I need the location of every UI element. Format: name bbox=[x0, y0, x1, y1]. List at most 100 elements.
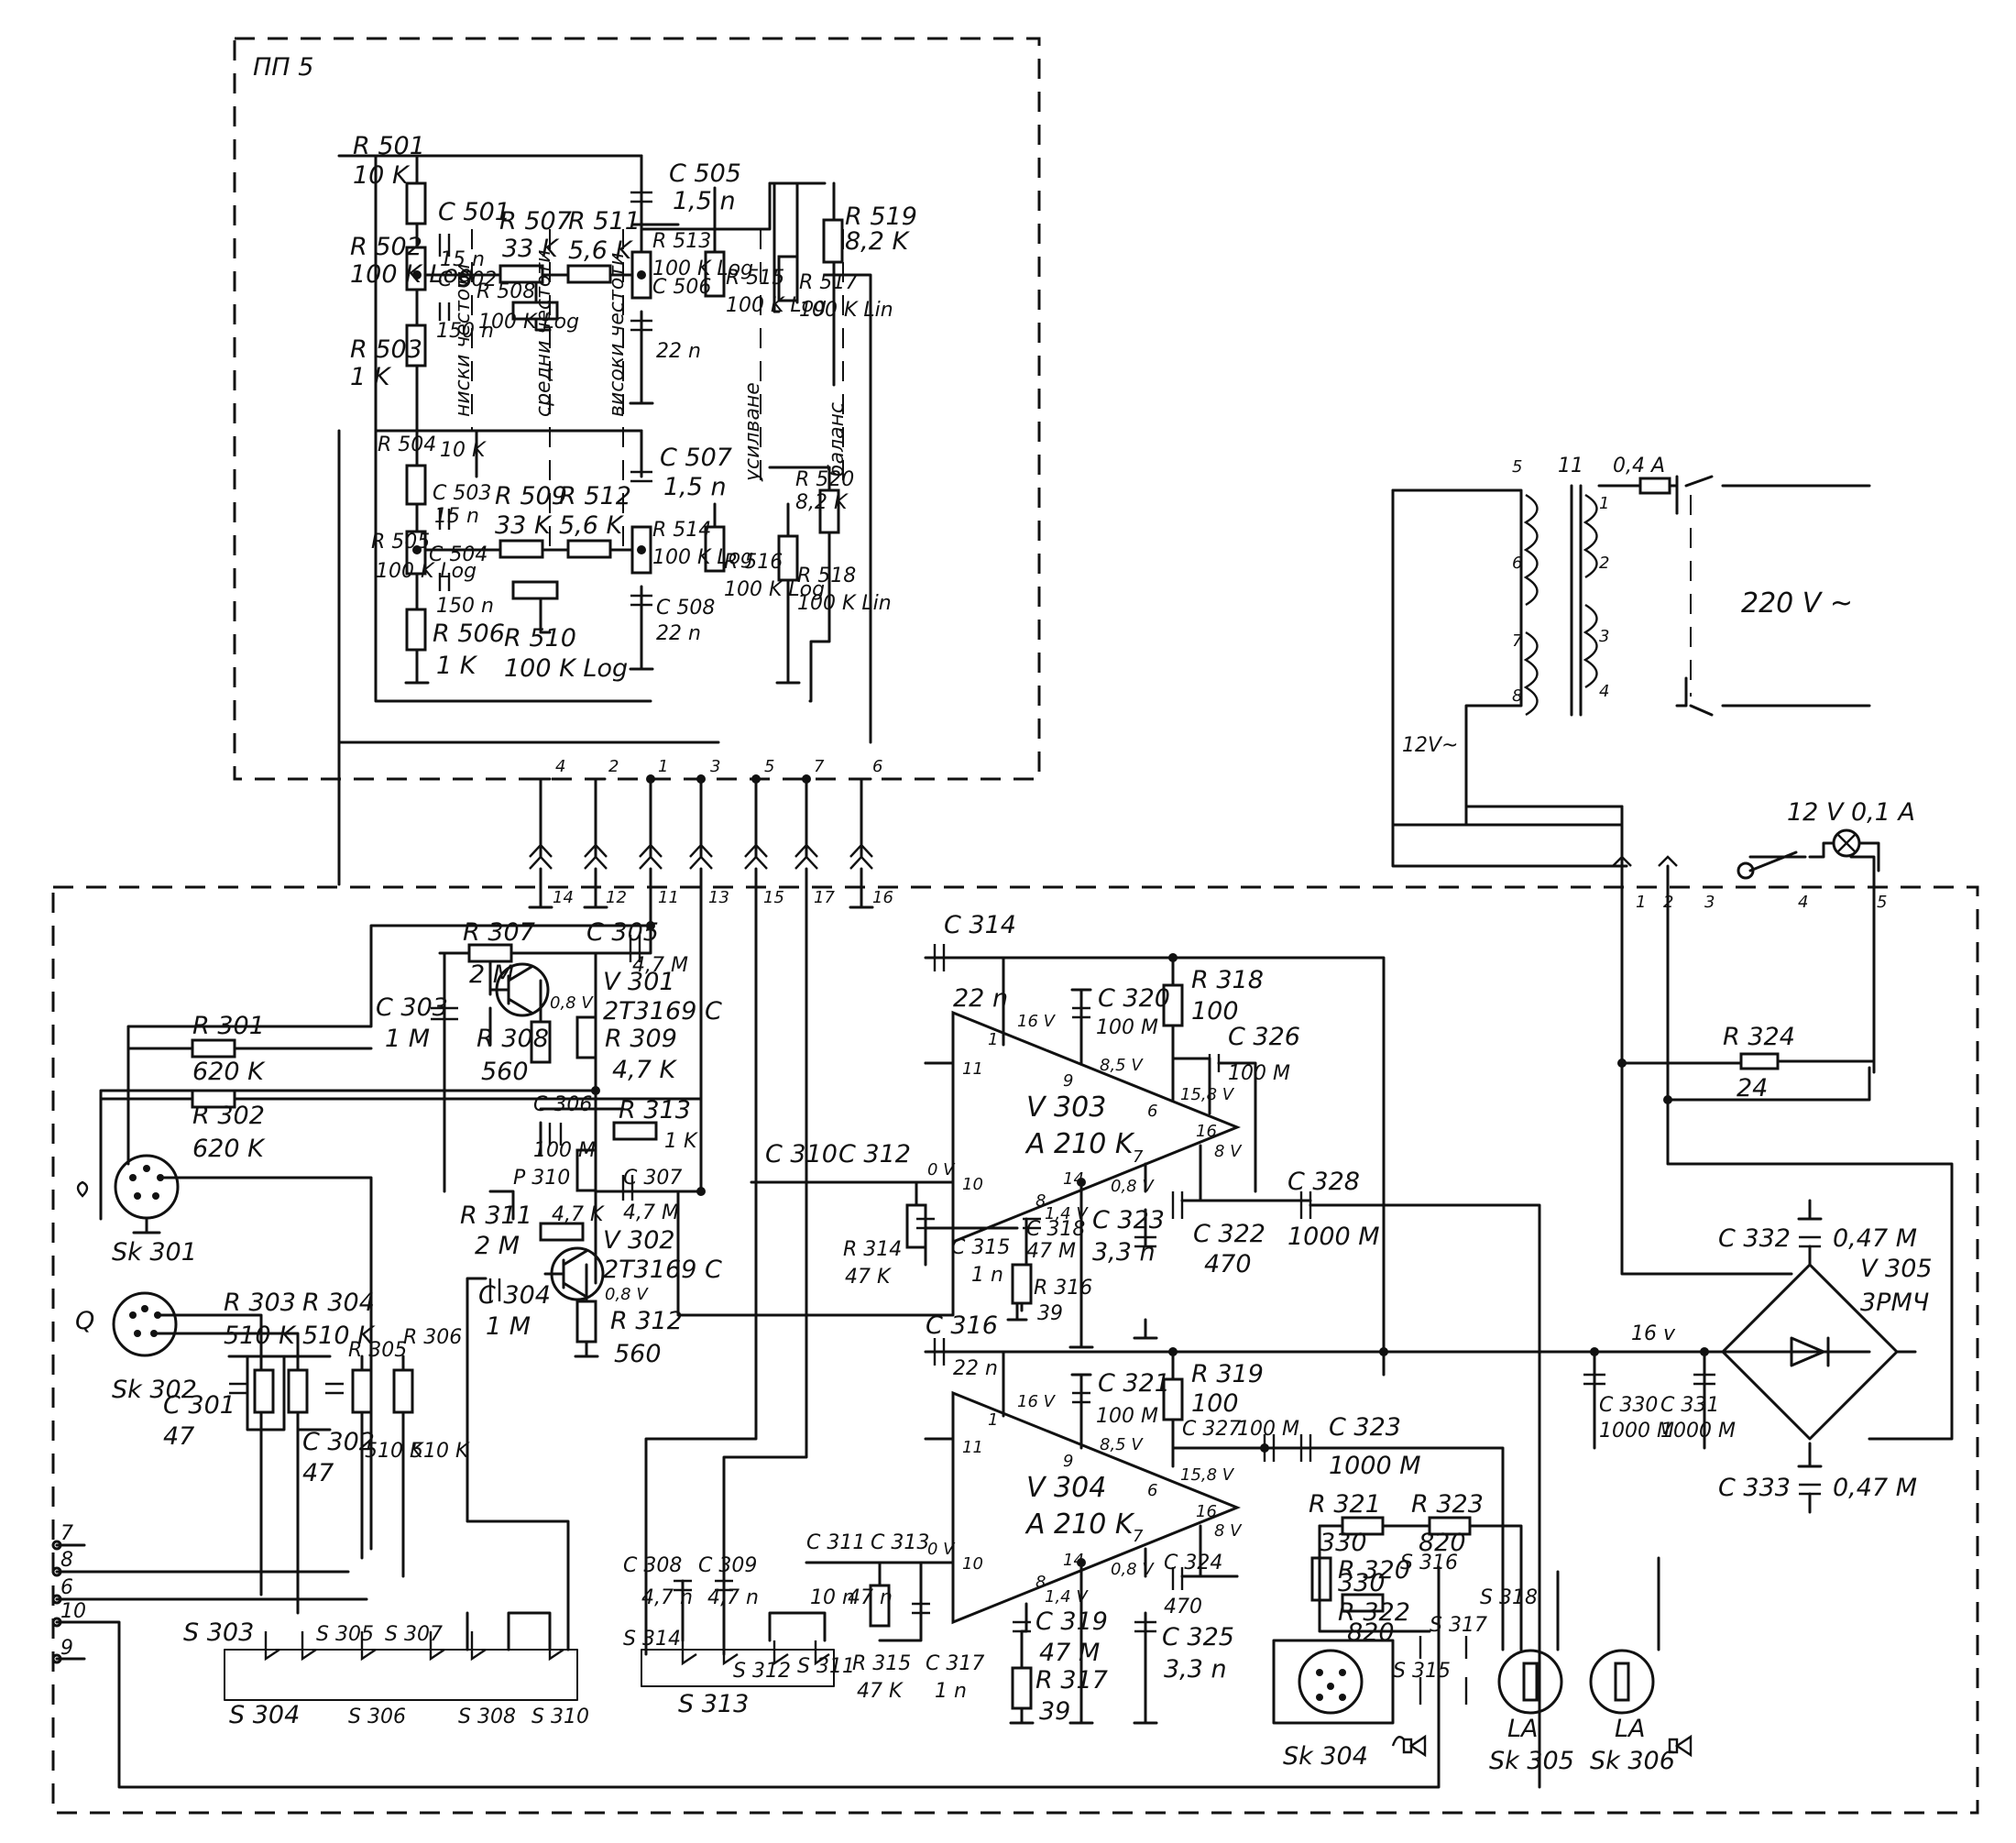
svg-text:100 K Log: 100 K Log bbox=[652, 258, 753, 280]
svg-text:1 K: 1 K bbox=[350, 363, 392, 391]
svg-text:1 M: 1 M bbox=[486, 1312, 531, 1341]
svg-text:1: 1 bbox=[1599, 494, 1609, 513]
labels-v304: C 316 22 n C 321 100 M R 319 100 C 327 1… bbox=[806, 1311, 1421, 1726]
output-network bbox=[1272, 1516, 1693, 1758]
svg-text:S 316: S 316 bbox=[1400, 1552, 1458, 1574]
svg-text:7: 7 bbox=[814, 757, 825, 776]
svg-text:100 M: 100 M bbox=[1237, 1418, 1299, 1441]
svg-text:5,6 K: 5,6 K bbox=[568, 236, 634, 265]
svg-text:100 K Log: 100 K Log bbox=[350, 260, 474, 289]
svg-text:C 504: C 504 bbox=[429, 543, 488, 566]
svg-text:1: 1 bbox=[988, 1030, 998, 1049]
lamp-label: 12 V 0,1 A bbox=[1787, 798, 1915, 827]
svg-text:R 513: R 513 bbox=[652, 230, 711, 253]
transformer bbox=[1391, 475, 1871, 827]
svg-text:C 305: C 305 bbox=[586, 918, 659, 947]
svg-text:1,4 V: 1,4 V bbox=[1045, 1204, 1089, 1223]
svg-text:100: 100 bbox=[1191, 997, 1239, 1026]
svg-text:5: 5 bbox=[1877, 893, 1887, 912]
labels-output: R 321 330 R 323 820 R 320 330 R 322 820 … bbox=[623, 1490, 1484, 1647]
svg-text:R 506: R 506 bbox=[433, 620, 505, 648]
svg-text:C 304: C 304 bbox=[478, 1281, 551, 1310]
svg-text:33 K: 33 K bbox=[495, 511, 553, 540]
svg-text:C 333: C 333 bbox=[1718, 1474, 1791, 1502]
svg-text:R 518: R 518 bbox=[797, 565, 856, 587]
svg-text:4,7 n: 4,7 n bbox=[641, 1586, 693, 1609]
svg-text:7: 7 bbox=[1512, 631, 1523, 651]
svg-text:C 301: C 301 bbox=[163, 1391, 236, 1420]
svg-text:10 K: 10 K bbox=[353, 161, 411, 190]
svg-text:P 310: P 310 bbox=[513, 1167, 570, 1190]
tone-board-label: ПП 5 bbox=[253, 53, 313, 82]
svg-text:R 502: R 502 bbox=[350, 233, 422, 261]
svg-text:100 K Log: 100 K Log bbox=[652, 546, 753, 569]
svg-text:1 K: 1 K bbox=[436, 652, 478, 680]
svg-text:R 315: R 315 bbox=[852, 1652, 911, 1675]
svg-text:S 308: S 308 bbox=[458, 1706, 516, 1728]
svg-text:16: 16 bbox=[1196, 1502, 1217, 1521]
svg-text:100: 100 bbox=[1191, 1389, 1239, 1418]
svg-text:8,5 V: 8,5 V bbox=[1100, 1435, 1144, 1454]
svg-text:12: 12 bbox=[606, 888, 627, 907]
svg-text:1 n: 1 n bbox=[935, 1680, 967, 1703]
svg-text:510 K: 510 K bbox=[224, 1322, 297, 1350]
label-treble: високи честоти bbox=[606, 253, 629, 417]
svg-text:1000 M: 1000 M bbox=[1287, 1223, 1380, 1251]
supply-rail-label: 16 v bbox=[1631, 1322, 1676, 1345]
sk305-label: Sk 305 bbox=[1489, 1747, 1574, 1775]
svg-text:C 326: C 326 bbox=[1228, 1023, 1300, 1051]
svg-text:R 307: R 307 bbox=[463, 918, 535, 947]
svg-text:C 332: C 332 bbox=[1718, 1224, 1791, 1253]
tone-board-enclosure bbox=[233, 37, 1041, 781]
svg-text:1: 1 bbox=[988, 1410, 998, 1430]
svg-text:10: 10 bbox=[962, 1175, 983, 1194]
svg-text:R 318: R 318 bbox=[1191, 966, 1264, 994]
svg-text:470: 470 bbox=[1204, 1250, 1252, 1278]
svg-text:510 K: 510 K bbox=[411, 1440, 470, 1463]
svg-text:C 317: C 317 bbox=[926, 1652, 984, 1675]
svg-text:C 312: C 312 bbox=[838, 1140, 911, 1168]
svg-text:8,2 K: 8,2 K bbox=[795, 491, 849, 514]
main-board-enclosure bbox=[51, 885, 1979, 1815]
svg-text:13: 13 bbox=[708, 888, 729, 907]
switch-labels: S 303 S 304 S 305 S 306 S 307 S 308 S 31… bbox=[183, 1552, 1538, 1729]
svg-text:R 311: R 311 bbox=[460, 1201, 532, 1230]
switch-bank-mid bbox=[641, 1579, 835, 1687]
svg-text:100 K Log: 100 K Log bbox=[376, 560, 477, 583]
svg-text:R 505: R 505 bbox=[371, 531, 430, 554]
ic-v303 bbox=[750, 944, 1541, 1789]
svg-text:100 M: 100 M bbox=[1096, 1016, 1158, 1039]
sk302-socket bbox=[112, 1291, 300, 1615]
svg-text:4,7 M: 4,7 M bbox=[623, 1201, 679, 1224]
svg-text:C 314: C 314 bbox=[944, 911, 1016, 939]
svg-text:0 V: 0 V bbox=[927, 1160, 956, 1179]
labels-v303: C 314 22 n C 320 100 M R 318 100 C 326 1… bbox=[765, 911, 1380, 1325]
sk302-mark: Q bbox=[75, 1307, 94, 1335]
ic-v304 bbox=[805, 1338, 1706, 1725]
svg-text:330: 330 bbox=[1338, 1569, 1386, 1597]
svg-text:C 502: C 502 bbox=[438, 269, 497, 291]
svg-text:14: 14 bbox=[1063, 1169, 1084, 1189]
svg-text:7: 7 bbox=[1133, 1147, 1144, 1167]
svg-text:1000 M: 1000 M bbox=[1599, 1420, 1674, 1443]
svg-text:5: 5 bbox=[764, 757, 774, 776]
svg-text:2: 2 bbox=[1663, 893, 1673, 912]
svg-text:C 325: C 325 bbox=[1162, 1623, 1234, 1651]
svg-text:6: 6 bbox=[1512, 554, 1522, 573]
sk301-label: Sk 301 bbox=[112, 1238, 197, 1267]
svg-text:R 517: R 517 bbox=[799, 271, 858, 294]
svg-text:47 K: 47 K bbox=[845, 1266, 892, 1289]
svg-text:510 K: 510 K bbox=[302, 1322, 376, 1350]
svg-text:0,8 V: 0,8 V bbox=[550, 993, 594, 1013]
svg-text:1: 1 bbox=[1636, 893, 1646, 912]
side-pins: 7 8 6 10 9 bbox=[51, 1522, 1441, 1789]
svg-text:0,8 V: 0,8 V bbox=[1111, 1177, 1155, 1196]
svg-text:S 305: S 305 bbox=[316, 1623, 374, 1646]
svg-text:150 n: 150 n bbox=[436, 320, 494, 343]
svg-text:16: 16 bbox=[872, 888, 893, 907]
svg-text:4,7 K: 4,7 K bbox=[612, 1056, 678, 1084]
svg-text:4: 4 bbox=[555, 757, 565, 776]
connector-right-numbers: 1 2 3 4 5 bbox=[1636, 893, 1887, 912]
svg-text:620 K: 620 K bbox=[192, 1135, 266, 1163]
svg-text:R 512: R 512 bbox=[559, 482, 631, 510]
